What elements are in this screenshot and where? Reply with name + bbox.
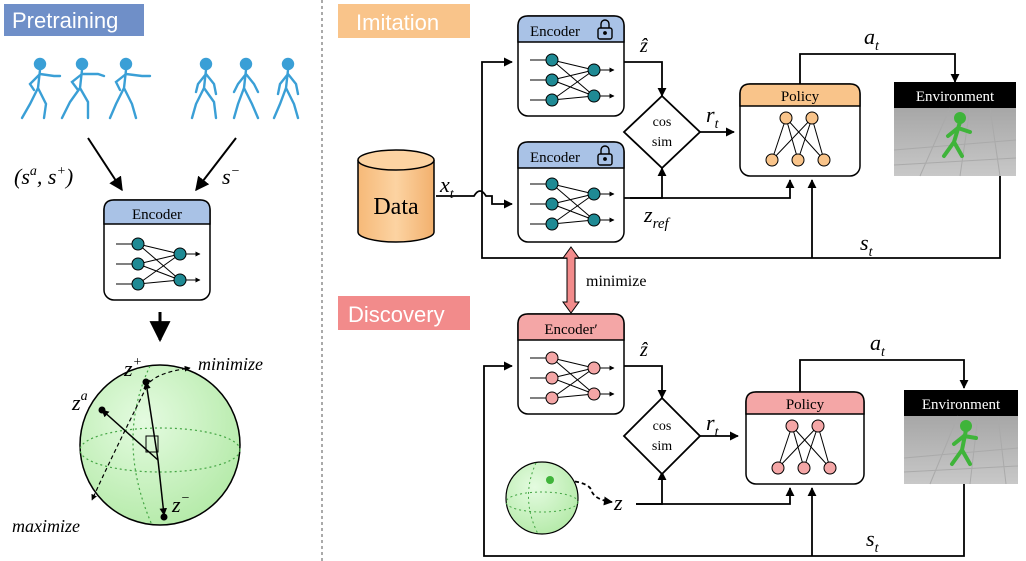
- discovery-encoder-title: Encoder′: [544, 322, 597, 338]
- skeleton-figure: [108, 57, 152, 120]
- pretraining-minimize-label: minimize: [198, 354, 263, 374]
- discovery-sphere: [505, 461, 579, 535]
- network-icon: [116, 237, 201, 291]
- discovery-title: Discovery: [348, 302, 445, 327]
- imitation-policy-title: Policy: [781, 89, 820, 105]
- discovery-at-label: at: [870, 330, 886, 360]
- skeleton-figure: [20, 57, 62, 120]
- discovery-sim-label: sim: [652, 439, 672, 454]
- skeleton-figure: [272, 57, 300, 120]
- skeleton-group-anchor-positive: [20, 57, 152, 120]
- arrow-pairs-to-encoder: [87, 137, 123, 192]
- link-minimize-label: minimize: [586, 273, 646, 290]
- skeleton-figure: [232, 57, 260, 120]
- network-icon: [530, 177, 615, 231]
- skeleton-group-negative: [190, 57, 300, 120]
- imitation-wires: [436, 53, 1001, 259]
- imitation-encoder-top-title: Encoder: [530, 24, 580, 40]
- pretraining-maximize-label: maximize: [12, 516, 80, 536]
- pretraining-encoder-title: Encoder: [132, 207, 182, 223]
- discovery-policy-box: Policy: [745, 391, 865, 485]
- pretraining-panel: Pretraining: [4, 4, 300, 536]
- za-label: za: [71, 389, 88, 415]
- imitation-env-title: Environment: [916, 89, 995, 105]
- lock-icon: [597, 19, 613, 40]
- network-icon: [771, 419, 837, 475]
- imitation-at-label: at: [864, 24, 880, 54]
- latent-sphere: [79, 364, 241, 526]
- imitation-encoder-bottom: Encoder: [517, 141, 625, 243]
- imitation-rt-label: rt: [706, 102, 720, 132]
- pair-label: (sa, s+): [14, 164, 73, 189]
- humanoid-figure: [942, 112, 972, 158]
- pretraining-encoder-box: Encoder: [103, 199, 211, 301]
- data-cylinder: Data: [357, 149, 435, 243]
- pretraining-title: Pretraining: [12, 8, 118, 33]
- discovery-encoder-box: Encoder′: [517, 313, 625, 415]
- discovery-st-label: st: [866, 526, 880, 556]
- data-label: Data: [373, 194, 419, 220]
- imitation-sim-label: sim: [652, 135, 672, 150]
- network-icon: [530, 351, 615, 405]
- network-icon: [765, 111, 831, 167]
- discovery-environment: Environment: [903, 390, 1019, 485]
- discovery-policy-title: Policy: [786, 397, 825, 413]
- discovery-tab: Discovery: [338, 296, 470, 330]
- discovery-wires: [483, 359, 969, 557]
- imitation-panel: Imitation Data xt Encoder: [338, 4, 1017, 260]
- skeleton-figure: [190, 57, 218, 120]
- imitation-st-label: st: [860, 230, 874, 260]
- discovery-panel: Discovery Encoder′: [338, 296, 1019, 557]
- imitation-encoder-top: Encoder: [517, 15, 625, 117]
- negative-label: s−: [222, 164, 240, 189]
- imitation-tab: Imitation: [338, 4, 470, 38]
- discovery-zhat-label: ẑ: [639, 339, 648, 361]
- discovery-z-label: z: [613, 490, 623, 515]
- network-icon: [530, 53, 615, 107]
- discovery-cos-sim: cos sim: [622, 396, 702, 476]
- imitation-zhat-label: ẑ: [639, 35, 648, 57]
- imitation-title: Imitation: [356, 10, 439, 35]
- discovery-env-title: Environment: [922, 397, 1001, 413]
- arrow-negative-to-encoder: [195, 137, 237, 192]
- imitation-cos-label: cos: [653, 115, 672, 130]
- imitation-environment: Environment: [893, 82, 1017, 177]
- humanoid-figure: [950, 420, 978, 466]
- imitation-cos-sim: cos sim: [622, 94, 702, 170]
- pretraining-tab: Pretraining: [4, 4, 144, 36]
- zref-label: zref: [643, 202, 671, 232]
- encoder-minimize-link: minimize: [562, 246, 646, 314]
- imitation-policy-box: Policy: [739, 83, 861, 177]
- skeleton-figure: [60, 57, 106, 120]
- discovery-cos-label: cos: [653, 419, 672, 434]
- imitation-encoder-bottom-title: Encoder: [530, 150, 580, 166]
- lock-icon: [597, 145, 613, 166]
- xt-label: xt: [439, 172, 455, 202]
